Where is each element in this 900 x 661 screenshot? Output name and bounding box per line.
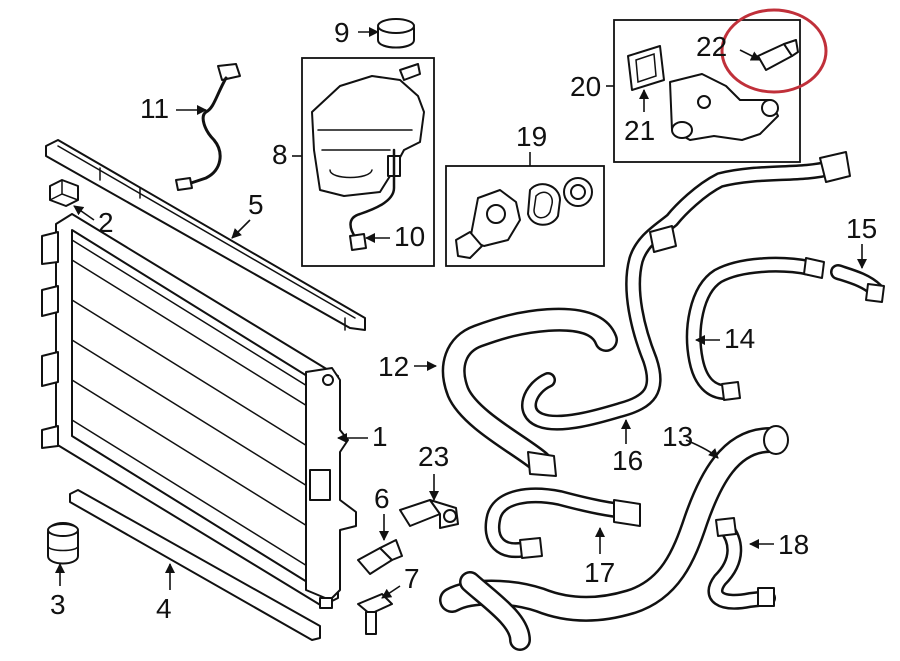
- callout-21: 21: [624, 115, 655, 146]
- callout-23: 23: [418, 441, 449, 472]
- callout-9: 9: [334, 17, 350, 48]
- part-19-thermostat-housing-kit: [455, 177, 593, 259]
- part-23-sensor: [399, 499, 459, 529]
- callout-8: 8: [272, 139, 288, 170]
- callout-12: 12: [378, 351, 409, 382]
- callout-3: 3: [50, 589, 66, 620]
- part-9-reservoir-cap: [377, 18, 415, 49]
- part-22-sensor: [757, 39, 799, 71]
- part-10-level-sensor: [349, 148, 396, 251]
- callout-11: 11: [140, 93, 169, 124]
- part-17-hose: [484, 487, 641, 559]
- leader-lines: [55, 27, 867, 599]
- part-12-upper-hose: [441, 307, 618, 477]
- callout-19: 19: [516, 121, 547, 152]
- callout-10: 10: [394, 221, 425, 252]
- part-2-mount-bushing: [49, 179, 79, 207]
- callout-7: 7: [404, 563, 420, 594]
- part-20-outlet-housing: [669, 73, 779, 141]
- part-19-group-box: [445, 165, 605, 267]
- callout-15: 15: [846, 213, 877, 244]
- highlight-circle: [720, 8, 828, 94]
- part-21-gasket: [627, 45, 665, 91]
- callout-16: 16: [612, 445, 643, 476]
- part-3-bump-stop: [47, 522, 79, 565]
- callout-6: 6: [374, 483, 390, 514]
- callout-14: 14: [724, 323, 755, 354]
- callout-1: 1: [372, 421, 388, 452]
- part-7-fitting: [357, 593, 393, 635]
- part-5-upper-support-rail: [45, 139, 366, 331]
- callout-22: 22: [696, 31, 727, 62]
- part-4-lower-support-rail: [69, 489, 321, 641]
- part-1-radiator: [41, 213, 357, 609]
- part-20-group-box: [613, 19, 801, 163]
- callout-18: 18: [778, 529, 809, 560]
- part-8-group-box: [301, 57, 435, 267]
- part-8-expansion-tank: [311, 63, 425, 197]
- part-14-hose: [685, 256, 825, 401]
- part-15-hose-elbow: [830, 264, 885, 303]
- callout-5: 5: [248, 189, 264, 220]
- part-13-lower-hose: [439, 425, 789, 651]
- callout-17: 17: [584, 557, 615, 588]
- part-16-bypass-hose: [521, 151, 851, 431]
- callout-2: 2: [98, 207, 114, 238]
- part-18-hose: [707, 517, 776, 610]
- callout-4: 4: [156, 593, 172, 624]
- part-6-sensor: [357, 539, 403, 575]
- callout-13: 13: [662, 421, 693, 452]
- part-11-sensor-harness: [175, 63, 241, 191]
- callout-20: 20: [570, 71, 601, 102]
